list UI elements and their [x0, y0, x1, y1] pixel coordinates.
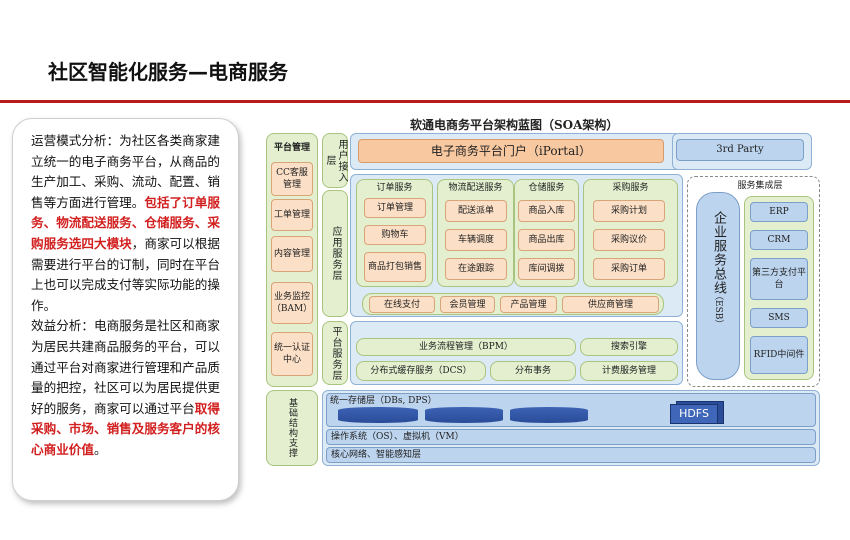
third-party-payment-box: 第三方支付平台 [750, 258, 808, 300]
stock-out-box: 商品出库 [518, 229, 575, 251]
purchase-plan-box: 采购计划 [593, 200, 665, 222]
app-service-layer-label: 应用服务层 [322, 190, 348, 317]
db-cylinder-2 [425, 407, 503, 423]
platform-service-layer-label: 平台服务层 [322, 321, 348, 385]
esb-label: 企业服务总线 [711, 211, 726, 295]
network-row: 核心网络、智能感知层 [326, 447, 816, 463]
operation-model-highlight: 包括了订单服务、物流配送服务、仓储服务、采购服务选四大模块 [31, 194, 220, 251]
warehouse-module-title: 仓储服务 [528, 183, 565, 193]
bundle-sales-box: 商品打包销售 [364, 252, 426, 282]
billing-box: 计费服务管理 [580, 361, 678, 381]
search-engine-box: 搜索引擎 [580, 338, 678, 356]
db-cylinder-1 [338, 407, 418, 423]
integration-dashed-frame [687, 176, 820, 387]
erp-box: ERP [750, 202, 808, 222]
operation-model-text-tail: ，商家可以根据需要进行平台的订制，同时在平台上也可以完成支付等实际功能的操作。 [31, 235, 220, 313]
bpm-box: 业务流程管理（BPM） [356, 338, 576, 356]
transfer-box: 库间调拨 [518, 258, 575, 280]
dist-tx-box: 分布事务 [490, 361, 576, 381]
member-mgmt-box: 会员管理 [440, 296, 495, 313]
benefit-text: 效益分析：电商服务是社区和商家为居民共建商品服务的平台，可以通过平台对商家进行管… [31, 318, 220, 416]
integration-layer-title: 服务集成层 [737, 181, 783, 191]
page-title: 社区智能化服务—电商服务 [48, 60, 288, 84]
cc-service-box: CC客服管理 [271, 162, 313, 196]
auth-center-box: 统一认证中心 [271, 332, 313, 376]
benefit-text-end: 。 [93, 441, 107, 457]
stock-in-box: 商品入库 [518, 200, 575, 222]
dcs-box: 分布式缓存服务（DCS） [356, 361, 486, 381]
benefit-highlight: 取得采购、市场、销售及服务客户的核心商业价值 [31, 400, 220, 457]
order-mgmt-box: 订单管理 [364, 198, 426, 218]
dispatch-box: 配送派单 [445, 200, 507, 222]
tracking-box: 在途跟踪 [445, 258, 507, 280]
analysis-panel: 运营模式分析：为社区各类商家建立统一的电子商务平台，从商品的生产加工、采购、流动… [12, 118, 239, 501]
crm-box: CRM [750, 230, 808, 250]
online-payment-box: 在线支付 [369, 296, 435, 313]
logistics-module-title: 物流配送服务 [448, 183, 503, 193]
product-mgmt-box: 产品管理 [500, 296, 557, 313]
storage-label: 统一存储层（DBs, DPS） [330, 396, 437, 406]
content-mgmt-box: 内容管理 [271, 236, 313, 272]
os-vm-row: 操作系统（OS）、虚拟机（VM） [326, 429, 816, 445]
ticket-mgmt-box: 工单管理 [271, 199, 313, 231]
purchase-order-box: 采购订单 [593, 258, 665, 280]
base-support-label: 基础结构支撑 [266, 390, 318, 466]
hdfs-box: HDFS [670, 404, 718, 424]
procurement-module-title: 采购服务 [612, 183, 649, 193]
bam-box: 业务监控（BAM） [271, 282, 313, 324]
title-divider [0, 100, 850, 103]
user-access-layer-label: 用户接入层 [322, 133, 348, 188]
portal-box: 电子商务平台门户（iPortal） [358, 139, 664, 163]
esb-abbrev: （ESB） [713, 291, 723, 329]
esb-bus [696, 192, 740, 380]
vehicle-schedule-box: 车辆调度 [445, 229, 507, 251]
platform-mgmt-title: 平台管理 [273, 143, 310, 153]
diagram-title: 软通电商务平台架构蓝图（SOA架构） [410, 118, 619, 132]
rfid-box: RFID中间件 [750, 336, 808, 374]
operation-model-text: 运营模式分析：为社区各类商家建立统一的电子商务平台，从商品的生产加工、采购、流动… [31, 133, 220, 210]
sms-box: SMS [750, 308, 808, 328]
cart-box: 购物车 [364, 225, 426, 245]
order-module-title: 订单服务 [376, 183, 413, 193]
db-cylinder-3 [510, 407, 588, 423]
price-negotiation-box: 采购议价 [593, 229, 665, 251]
third-party-box: 3rd Party [676, 139, 804, 161]
supplier-mgmt-box: 供应商管理 [562, 296, 659, 313]
